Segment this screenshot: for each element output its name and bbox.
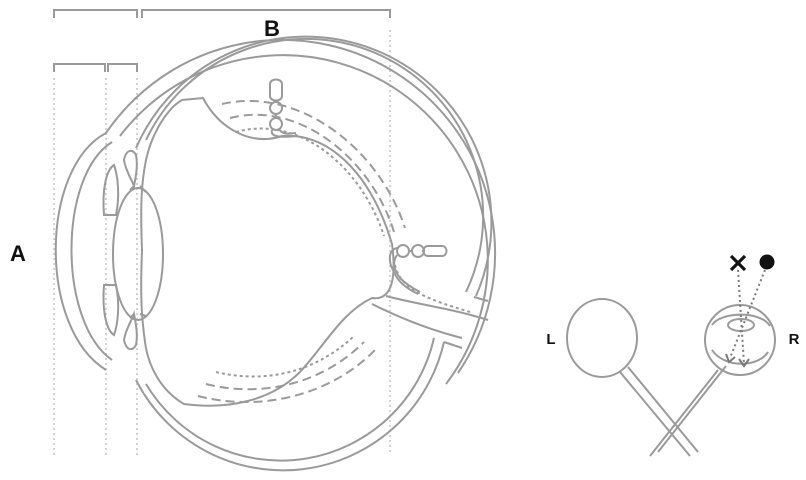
eyeball <box>54 35 496 472</box>
choroid-lower-inner <box>145 337 435 462</box>
retina-dotted-nerve <box>394 264 471 313</box>
retina-dashed-lower-outer <box>197 349 376 404</box>
sclera-inner <box>119 54 489 385</box>
sight-lines <box>729 269 766 365</box>
lens <box>112 187 164 321</box>
optic-nerve-lower <box>443 341 463 349</box>
neuron-chain-top <box>269 78 297 138</box>
iris-upper <box>102 163 120 216</box>
filled-circle-icon <box>759 254 775 270</box>
retina-dotted-inner <box>235 127 385 237</box>
sight-line-dot <box>729 269 766 359</box>
sclera-outer <box>105 39 496 374</box>
ciliary-lower <box>122 310 138 351</box>
bracket-small-right <box>107 63 138 72</box>
zonule-lower-2 <box>139 313 147 317</box>
neuron-top-axon <box>270 129 297 138</box>
guide-lines <box>53 30 391 455</box>
arrowhead-cross <box>738 358 750 368</box>
zonule-lower-1 <box>129 313 135 319</box>
cornea-inner <box>70 141 113 361</box>
neuron-top-cell-2 <box>269 101 283 115</box>
zonule-upper-2 <box>139 185 147 193</box>
label-r: R <box>789 331 800 348</box>
sight-line-cross <box>737 269 745 365</box>
retina-dashed-lower-mid <box>205 341 365 391</box>
choroid-outer <box>135 35 493 297</box>
sight-arrowheads <box>725 353 750 368</box>
left-eye-circle <box>566 298 638 378</box>
neuron-top-axon-2 <box>279 129 297 135</box>
label-a: A <box>10 241 26 266</box>
label-b: B <box>264 16 280 41</box>
nerve-right-a <box>649 369 719 457</box>
x-mark-icon <box>729 254 747 272</box>
cornea-outer <box>54 132 107 371</box>
retina-dotted-lower-inner <box>215 335 355 378</box>
neuron-right-axon <box>388 247 419 295</box>
arrowhead-dot <box>725 353 736 364</box>
nerve-left-a <box>619 371 691 457</box>
right-eye-inner-upper <box>711 313 771 327</box>
optic-nerve-sheath-2 <box>371 303 463 339</box>
neuron-top-cell-1 <box>269 78 283 102</box>
choroid-lower-outer <box>135 341 445 472</box>
neuron-right-axon-2 <box>393 254 421 293</box>
choroid-inner <box>145 37 485 293</box>
vitreous-boundary <box>140 96 395 407</box>
bracket-group <box>53 9 391 72</box>
neuron-chain-right <box>388 244 448 295</box>
retina-dashed-mid <box>229 113 395 233</box>
optic-nerve-upper <box>473 296 489 302</box>
bracket-top-b <box>141 9 391 18</box>
neuron-right-cell-3 <box>396 244 410 258</box>
retina-dashed-outer <box>221 99 406 229</box>
bracket-top-left <box>53 9 138 18</box>
optic-nerve-sheath <box>385 295 489 321</box>
nerve-right-b <box>657 365 727 453</box>
neuron-right-cell-1 <box>422 245 448 257</box>
right-eye-inner-lower <box>711 349 769 365</box>
bracket-small-left <box>53 63 106 72</box>
nerve-left-b <box>627 366 699 453</box>
zonule-upper-1 <box>129 185 135 191</box>
label-l: L <box>546 331 555 348</box>
ciliary-upper <box>122 149 138 190</box>
neuron-top-cell-3 <box>269 117 283 131</box>
